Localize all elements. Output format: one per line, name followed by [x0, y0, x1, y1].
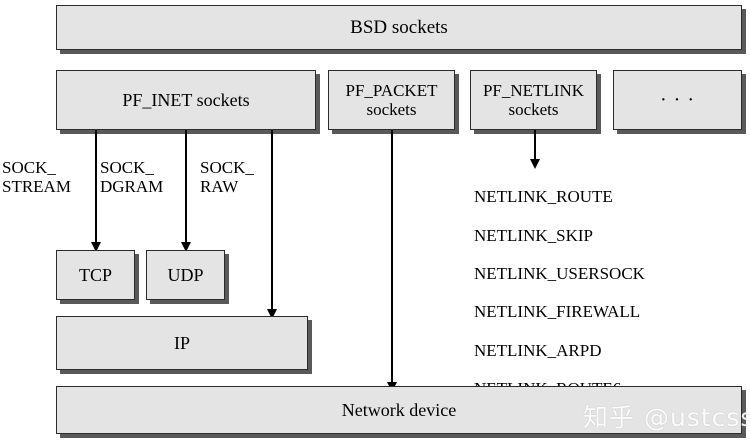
box-pf-netlink-sockets: PF_NETLINK sockets — [470, 70, 597, 130]
netlink-protocol-item: NETLINK_FIREWALL — [474, 302, 641, 322]
netlink-protocol-item: NETLINK_ARPD — [474, 340, 602, 360]
box-more-families-label: · · · — [660, 88, 695, 111]
label-sock-raw: SOCK_ RAW — [200, 158, 254, 197]
arrow-sock-dgram-to-udp — [180, 130, 191, 252]
box-udp-label: UDP — [167, 264, 204, 285]
box-pf-packet-sockets: PF_PACKET sockets — [328, 70, 455, 130]
netlink-protocol-item: NETLINK_ROUTE — [474, 187, 613, 207]
box-pf-inet-sockets-label: PF_INET sockets — [122, 89, 250, 110]
arrow-sock-raw-to-ip — [266, 130, 277, 319]
box-pf-packet-sockets-label: PF_PACKET sockets — [345, 80, 438, 119]
arrow-pf-packet-to-network-device — [386, 130, 397, 392]
label-sock-dgram: SOCK_ DGRAM — [100, 158, 164, 197]
box-bsd-sockets: BSD sockets — [56, 5, 742, 50]
box-pf-inet-sockets: PF_INET sockets — [56, 70, 316, 130]
arrow-pf-netlink-to-protocol-list — [529, 130, 540, 169]
box-network-device: Network device — [56, 386, 742, 434]
box-udp: UDP — [146, 250, 225, 300]
box-bsd-sockets-label: BSD sockets — [350, 16, 448, 38]
box-tcp: TCP — [56, 250, 135, 300]
box-tcp-label: TCP — [78, 264, 112, 285]
box-more-families: · · · — [613, 70, 742, 130]
netlink-protocol-item: NETLINK_SKIP — [474, 225, 593, 245]
netlink-protocol-item: NETLINK_USERSOCK — [474, 264, 645, 284]
box-ip-label: IP — [173, 332, 190, 353]
box-pf-netlink-sockets-label: PF_NETLINK sockets — [482, 80, 585, 119]
arrow-sock-stream-to-tcp — [90, 130, 101, 252]
label-sock-stream: SOCK_ STREAM — [2, 158, 71, 197]
box-network-device-label: Network device — [341, 399, 457, 420]
box-ip: IP — [56, 316, 308, 370]
